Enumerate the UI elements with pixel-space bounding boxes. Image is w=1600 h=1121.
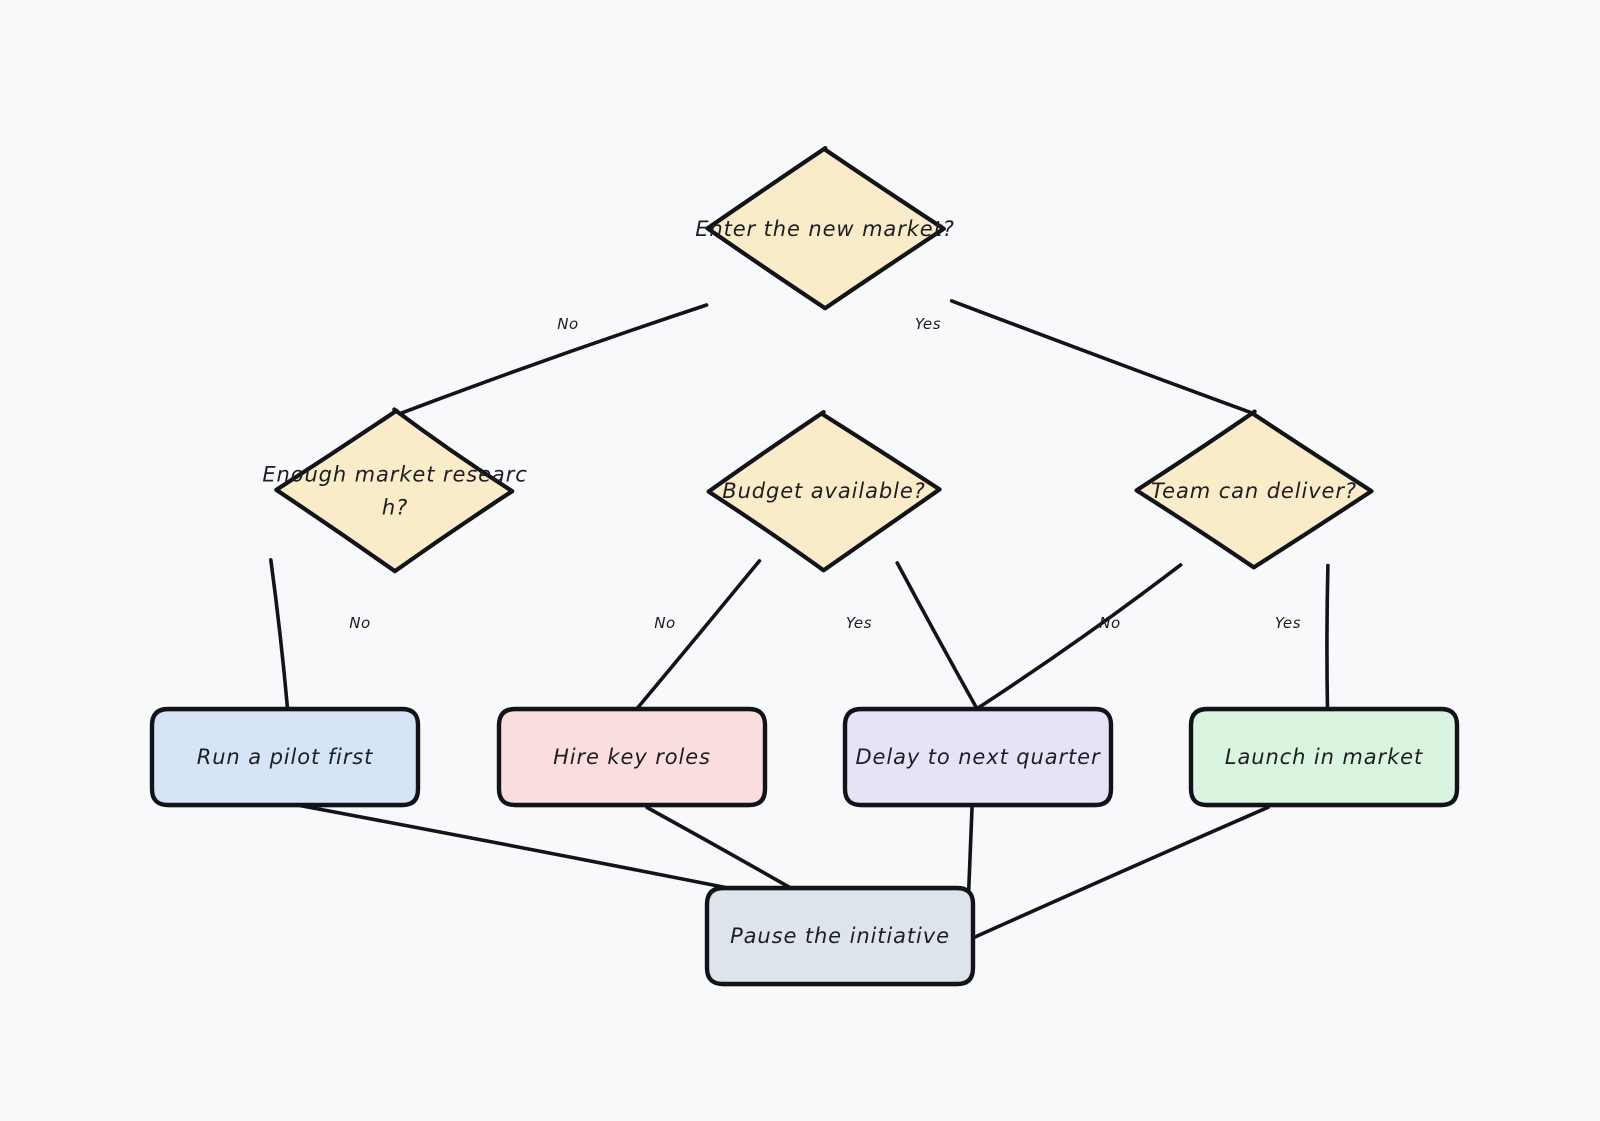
node-launch[interactable]: Launch in market	[1188, 706, 1460, 808]
edge-budget-to-hire	[632, 559, 762, 714]
edge-line	[1325, 563, 1330, 714]
node-label: Team can deliver?	[1151, 479, 1357, 503]
node-outline-sketch	[844, 709, 1114, 808]
node-pilot[interactable]: Run a pilot first	[149, 706, 421, 808]
edge-label-no-budget-hire: No	[654, 614, 676, 632]
node-enter_market[interactable]: Enter the new market?	[695, 146, 955, 311]
node-fill	[277, 410, 514, 571]
node-fill	[845, 709, 1111, 805]
node-label: h?	[382, 496, 408, 520]
edge-enter_market-to-market_research	[396, 303, 709, 417]
edge-launch-to-pause	[966, 805, 1270, 942]
edge-line	[974, 563, 1183, 711]
node-fill	[499, 709, 765, 805]
edge-label-no-market_research-pilot: No	[349, 614, 371, 632]
node-label: Hire key roles	[553, 745, 711, 769]
edge-label-yes-enter_market-team: Yes	[915, 315, 941, 333]
edge-line	[966, 805, 1270, 942]
edge-line	[396, 303, 709, 417]
node-delay[interactable]: Delay to next quarter	[842, 706, 1114, 808]
node-label: Budget available?	[722, 479, 925, 503]
edge-label-no-team-delay: No	[1099, 614, 1121, 632]
node-label: Launch in market	[1225, 745, 1423, 769]
node-outline-sketch	[498, 709, 768, 808]
edge-team-to-delay	[974, 563, 1183, 711]
node-outline-sketch	[706, 888, 976, 987]
nodes-group: Enter the new market? Enough market resea…	[149, 146, 1460, 987]
edge-line	[297, 803, 762, 897]
node-team[interactable]: Team can deliver?	[1134, 409, 1374, 570]
node-label: Enough market researc	[262, 463, 527, 487]
edge-label-yes-team-launch: Yes	[1275, 614, 1301, 632]
node-fill	[152, 709, 418, 805]
node-label: Pause the initiative	[730, 924, 950, 948]
edge-line	[645, 805, 802, 895]
node-hire[interactable]: Hire key roles	[496, 706, 768, 808]
edge-line	[949, 299, 1255, 415]
edge-team-to-launch	[1325, 563, 1330, 714]
node-budget[interactable]: Budget available?	[706, 410, 942, 573]
node-outline	[705, 146, 946, 311]
node-outline	[274, 407, 515, 574]
edge-enter_market-to-team	[949, 299, 1255, 415]
node-label: Run a pilot first	[197, 745, 374, 769]
node-outline-sketch	[1190, 709, 1460, 808]
edge-line	[632, 559, 762, 714]
edge-pilot-to-pause	[297, 803, 762, 897]
node-pause[interactable]: Pause the initiative	[704, 885, 976, 987]
edge-line	[269, 558, 290, 713]
node-label: Delay to next quarter	[855, 745, 1101, 769]
edge-market_research-to-pilot	[269, 558, 290, 713]
edge-line	[895, 561, 980, 713]
node-outline	[1134, 409, 1374, 570]
node-market_research[interactable]: Enough market researc h?	[262, 407, 527, 574]
node-outline	[706, 410, 942, 573]
edge-label-no-enter_market-market_research: No	[557, 315, 579, 333]
node-outline-sketch	[151, 709, 421, 808]
edge-budget-to-delay	[895, 561, 980, 713]
node-label: Enter the new market?	[695, 217, 955, 241]
edge-label-yes-budget-delay: Yes	[846, 614, 872, 632]
edge-hire-to-pause	[645, 805, 802, 895]
node-fill	[1191, 709, 1457, 805]
node-fill	[707, 888, 973, 984]
edges-group	[269, 299, 1330, 985]
